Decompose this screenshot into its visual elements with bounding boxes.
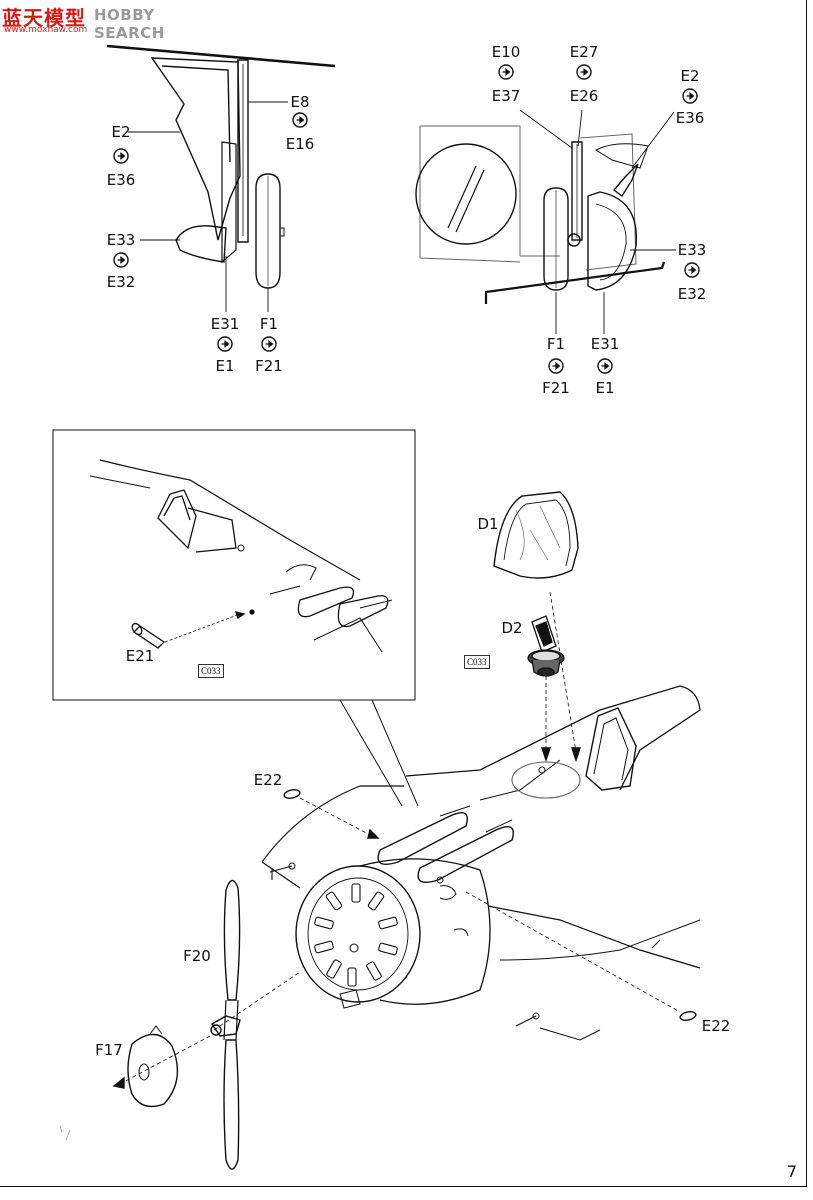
part-label: E1 <box>595 379 615 397</box>
watermark-url: www.moxhaw.com <box>4 25 88 35</box>
glue-icon <box>682 88 698 104</box>
part-label: E8 <box>290 93 310 111</box>
part-label: E36 <box>675 109 705 127</box>
part-label: E1 <box>215 357 235 375</box>
glue-icon <box>684 262 700 278</box>
d1-label: D1 <box>477 515 499 533</box>
glue-icon <box>548 358 564 374</box>
part-label: F1 <box>259 315 279 333</box>
f20-label: F20 <box>183 947 211 965</box>
glue-icon <box>597 358 613 374</box>
f17-label: F17 <box>95 1041 123 1059</box>
f20-propeller-drawing <box>210 879 241 1170</box>
part-label: E31 <box>590 335 620 353</box>
part-label: E36 <box>106 171 136 189</box>
inset-e21-label: E21 <box>125 647 155 665</box>
glue-icon <box>292 112 308 128</box>
glue-icon <box>217 336 233 352</box>
watermark-logo: 蓝天模型 HOBBY SEARCH www.moxhaw.com <box>2 2 202 42</box>
part-label: E27 <box>569 43 599 61</box>
part-label: F1 <box>546 335 566 353</box>
part-label: E2 <box>111 123 131 141</box>
part-label: E26 <box>569 87 599 105</box>
glue-icon <box>113 252 129 268</box>
main-paint-code: C033 <box>464 655 490 669</box>
main-aircraft-drawing <box>112 591 701 1089</box>
e22-top-label: E22 <box>253 771 283 789</box>
d1-canopy-drawing <box>493 491 579 579</box>
glue-icon <box>576 64 592 80</box>
part-label: E33 <box>677 241 707 259</box>
left-gear-drawing <box>106 44 336 312</box>
f17-spinner-drawing <box>59 1025 179 1141</box>
part-label: F21 <box>255 357 283 375</box>
part-label: E31 <box>210 315 240 333</box>
watermark-en: HOBBY SEARCH <box>94 6 165 42</box>
d2-gunsight-drawing <box>527 615 565 677</box>
part-label: E10 <box>491 43 521 61</box>
e22-bottom-label: E22 <box>701 1017 731 1035</box>
part-label: F21 <box>542 379 570 397</box>
inset-drawing <box>52 429 416 701</box>
part-label: E16 <box>285 135 315 153</box>
watermark-cn: 蓝天模型 <box>2 6 86 30</box>
part-label: E37 <box>491 87 521 105</box>
part-label: E2 <box>680 67 700 85</box>
right-gear-drawing <box>415 109 676 334</box>
glue-icon <box>113 148 129 164</box>
glue-icon <box>261 336 277 352</box>
part-label: E32 <box>677 285 707 303</box>
part-label: E32 <box>106 273 136 291</box>
inset-paint-code: C033 <box>198 664 224 678</box>
glue-icon <box>498 64 514 80</box>
page-number: 7 <box>786 1162 797 1181</box>
d2-label: D2 <box>501 619 523 637</box>
part-label: E33 <box>106 231 136 249</box>
